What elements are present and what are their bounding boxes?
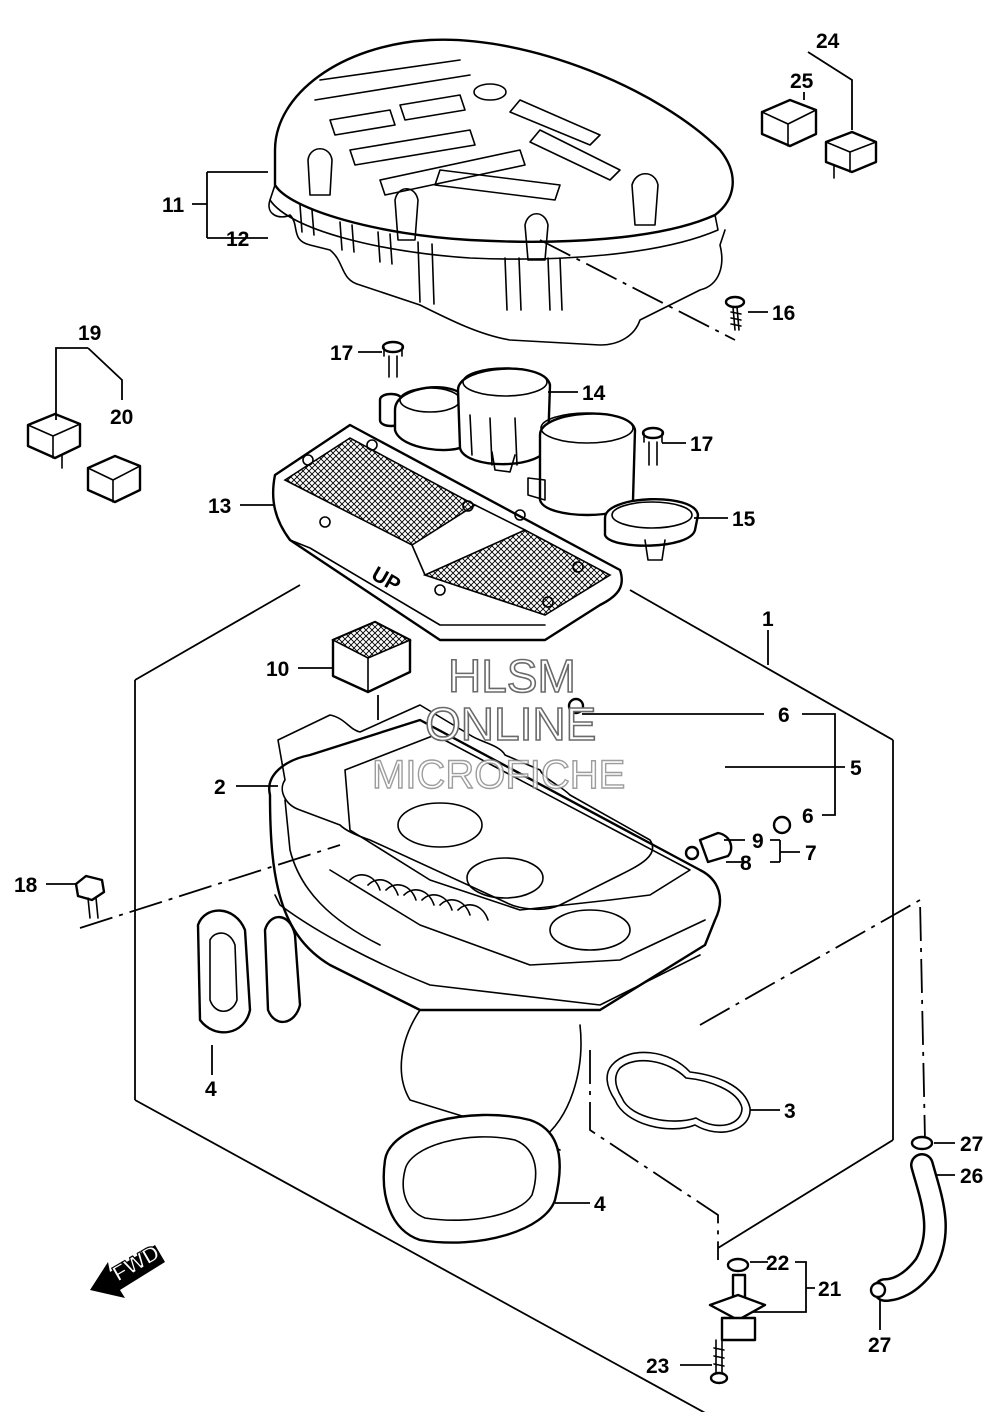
clamp-27-top [910, 1135, 934, 1151]
drain-hose-5 [579, 674, 786, 836]
callout-17-right: 17 [690, 433, 713, 456]
callout-27-bottom: 27 [868, 1334, 891, 1357]
callout-25: 25 [790, 70, 814, 93]
callout-26: 26 [960, 1165, 983, 1188]
air-filter-element-13: UP [271, 423, 623, 642]
watermark-line-2: ONLINE [425, 698, 596, 750]
clamp-27-bottom [869, 1281, 887, 1299]
callout-14: 14 [582, 382, 606, 405]
callout-11: 11 [162, 194, 185, 217]
screw-16-leader [539, 239, 736, 341]
bolt-18 [74, 874, 106, 919]
callout-12: 12 [226, 228, 249, 251]
breather-leader [699, 898, 926, 1141]
sensor-leader [589, 1050, 719, 1260]
callout-10: 10 [266, 658, 289, 681]
clamp-6-top [567, 697, 585, 715]
sensor-connector-25 [760, 98, 818, 148]
sponge-10 [331, 620, 412, 694]
air-cleaner-cover [269, 38, 734, 311]
forward-arrow-icon: FWD [90, 1239, 165, 1298]
clamp-6-bottom [772, 815, 792, 835]
bolt-18-leader [79, 844, 341, 929]
bolt-17-right [641, 426, 665, 466]
bolt-17-left [381, 340, 405, 378]
o-ring-3 [606, 1051, 751, 1133]
callout-19: 19 [78, 322, 101, 345]
callout-17-left: 17 [330, 342, 353, 365]
callout-6-top: 6 [778, 704, 790, 727]
callout-27-top: 27 [960, 1133, 983, 1156]
callout-8: 8 [740, 852, 752, 875]
screw-16 [724, 295, 746, 331]
callout-1: 1 [762, 608, 774, 631]
watermark: HLSM ONLINE MICROFICHE [371, 649, 626, 798]
callout-4-lower: 4 [594, 1193, 606, 1216]
breather-hose-26 [873, 1153, 947, 1302]
watermark-line-1: HLSM [448, 650, 576, 702]
callout-22: 22 [766, 1252, 789, 1275]
callout-5: 5 [850, 757, 862, 780]
callout-24: 24 [816, 30, 840, 53]
watermark-line-3: MICROFICHE [372, 753, 625, 797]
callout-23: 23 [646, 1355, 669, 1378]
screw-23 [709, 1339, 729, 1385]
intake-boot-4-lower [382, 1113, 561, 1244]
intake-boot-4-left [196, 909, 302, 1034]
callout-21: 21 [818, 1278, 842, 1301]
callout-2: 2 [214, 776, 226, 799]
velocity-stack-15 [527, 412, 700, 561]
velocity-stack-14 [393, 367, 552, 473]
callout-20: 20 [110, 406, 133, 429]
assembly-boundary [134, 584, 894, 1412]
callout-3: 3 [784, 1100, 796, 1123]
sensor-19 [26, 412, 82, 469]
plug-9 [698, 831, 733, 864]
callout-4-left: 4 [205, 1078, 217, 1101]
callout-15: 15 [732, 508, 756, 531]
callout-leaders [46, 51, 955, 1366]
callout-13: 13 [208, 495, 231, 518]
sensor-24 [824, 130, 878, 179]
callout-9: 9 [752, 830, 764, 853]
callout-18: 18 [14, 874, 38, 897]
intake-temp-sensor-21 [708, 1273, 767, 1342]
case-gasket-2 [277, 704, 654, 911]
cover-seal [268, 199, 726, 346]
callout-labels: 24 25 11 12 16 19 17 14 20 17 13 15 1 10… [14, 30, 983, 1378]
sensor-connector-20 [86, 454, 142, 504]
callout-6-bottom: 6 [802, 805, 814, 828]
callout-7: 7 [805, 842, 817, 865]
callout-16: 16 [772, 302, 795, 325]
clamp-8 [684, 845, 700, 861]
o-ring-22 [726, 1257, 750, 1273]
